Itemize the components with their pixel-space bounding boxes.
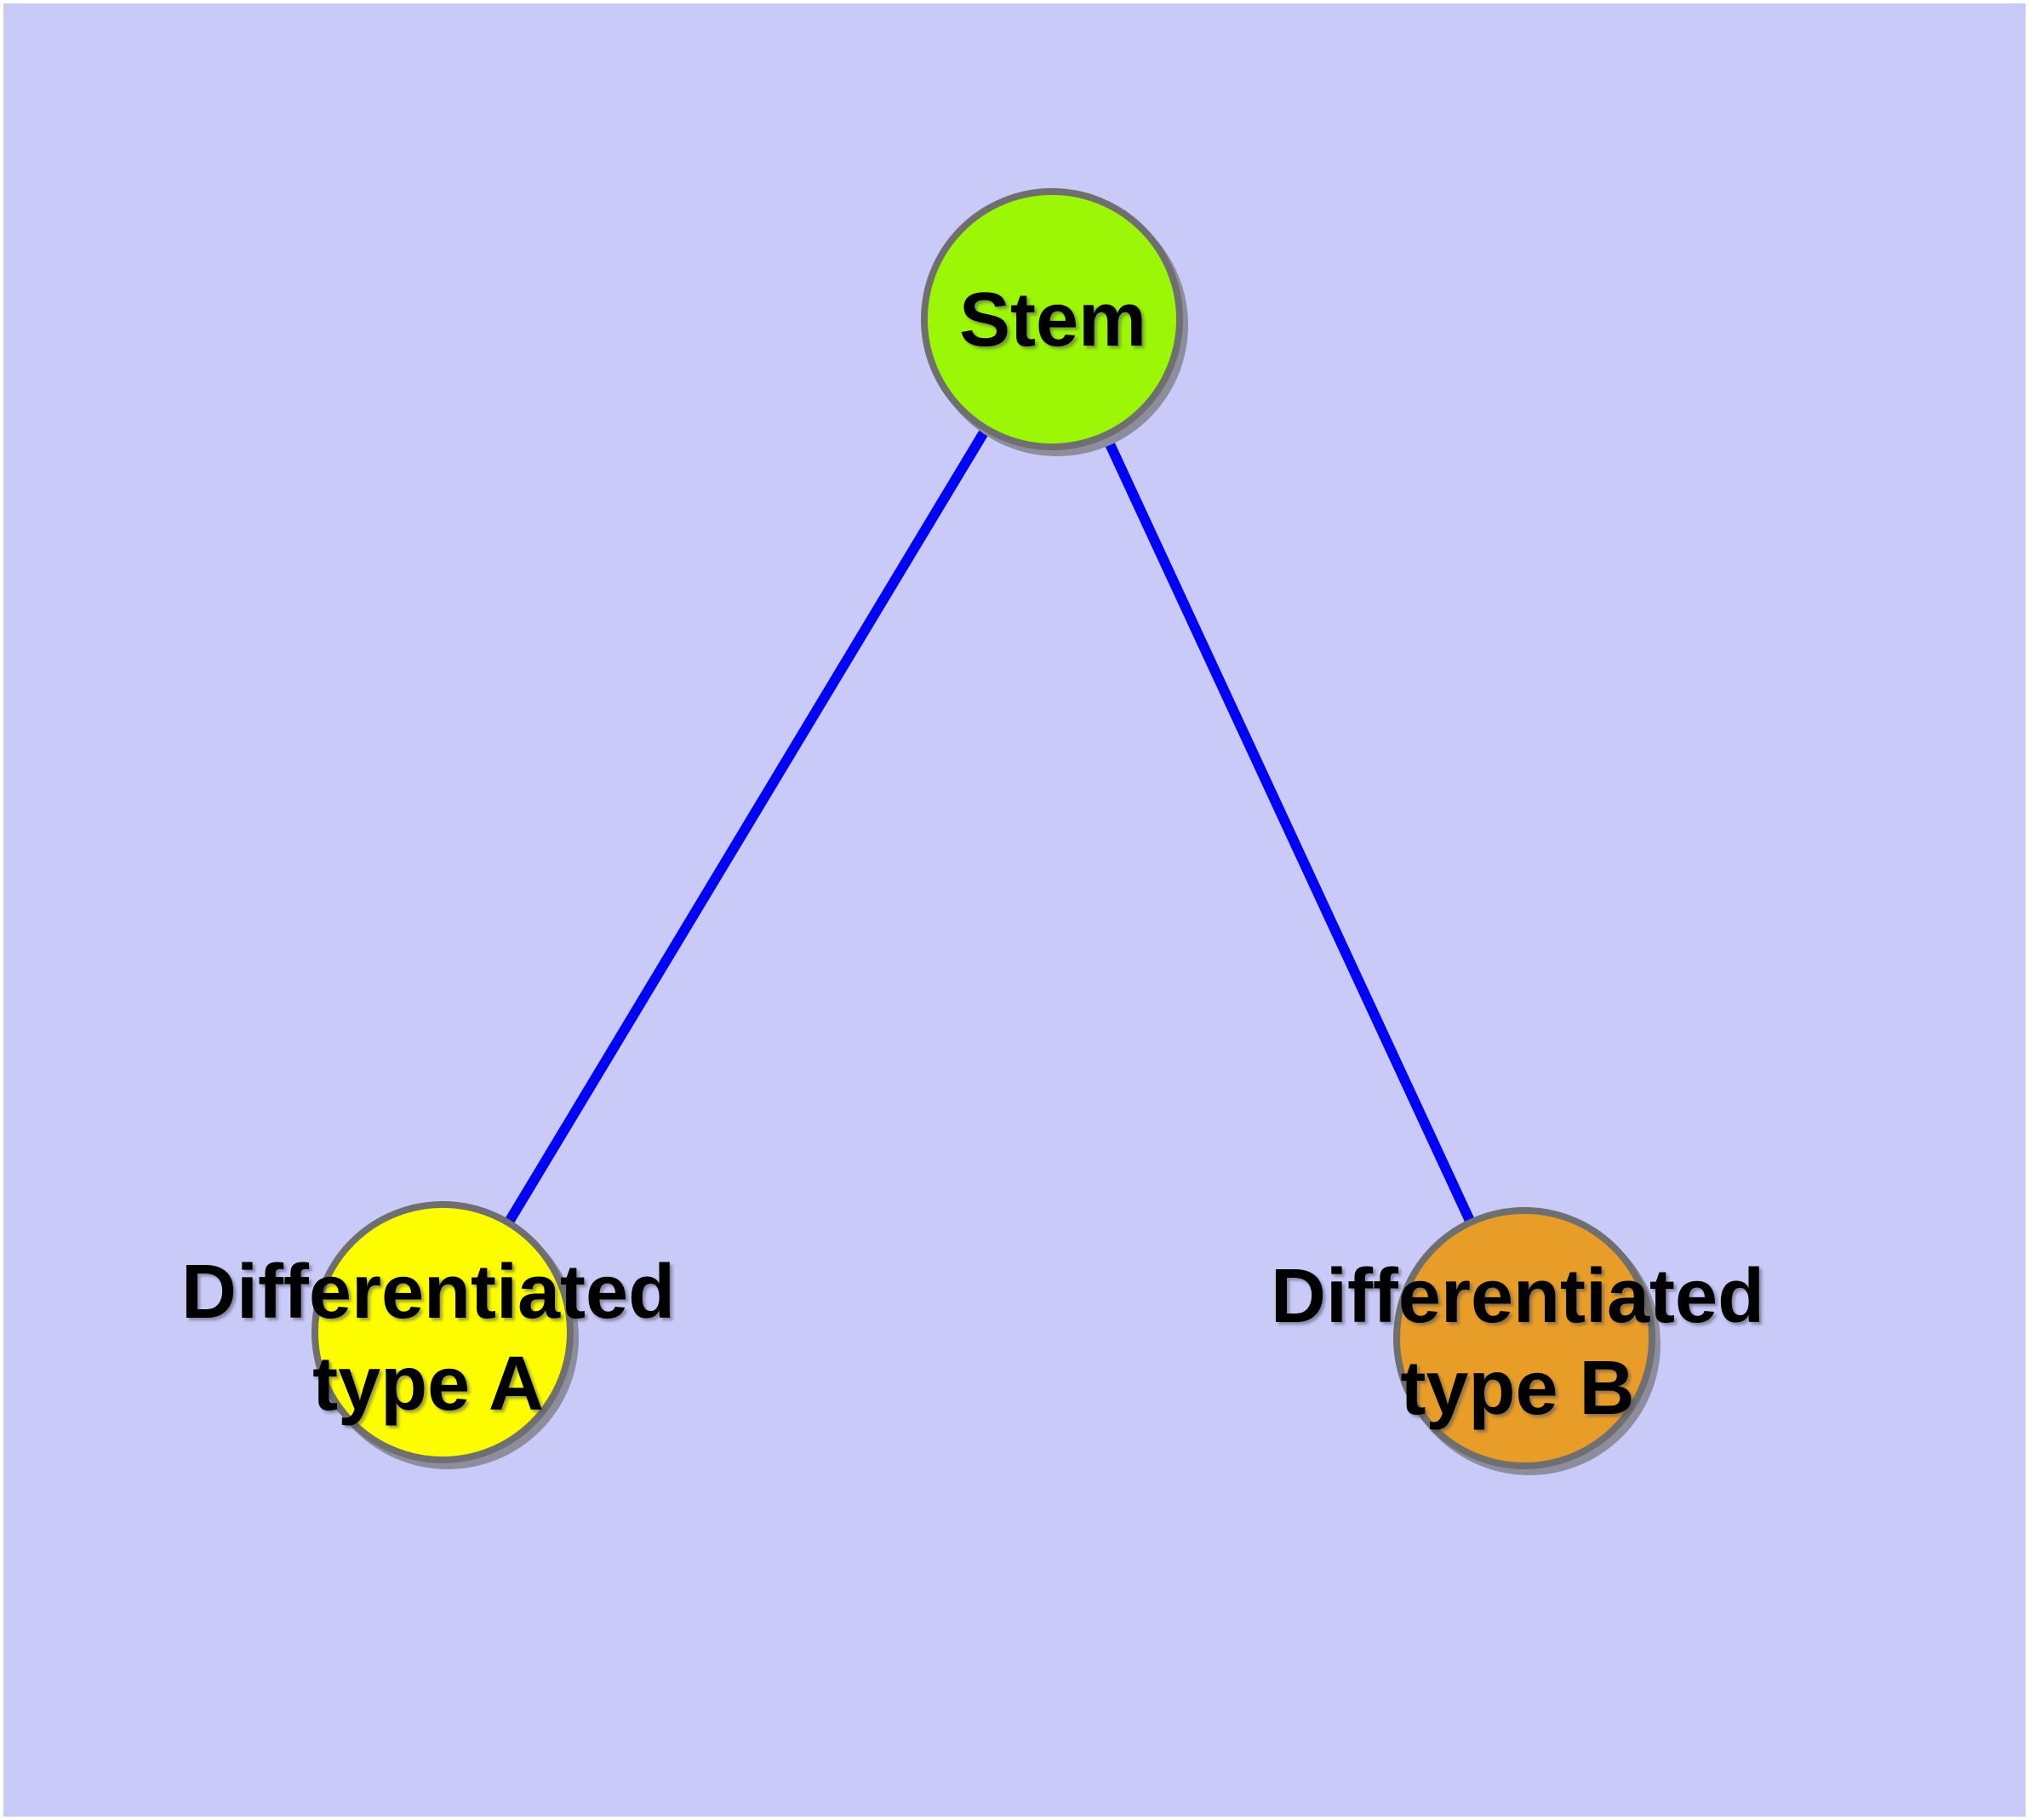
node-circle-type-b bbox=[1393, 1207, 1655, 1469]
node-label-stem: Stem bbox=[959, 274, 1146, 366]
node-label-type-a-line2: type A bbox=[312, 1342, 544, 1427]
node-circle-type-a bbox=[311, 1201, 574, 1463]
node-label-type-b-line2: type B bbox=[1400, 1346, 1635, 1431]
node-label-type-a: Differentiated type A bbox=[181, 1246, 675, 1430]
edge-stem-to-type-a bbox=[437, 316, 1057, 1336]
node-label-type-b: Differentiated type B bbox=[1271, 1251, 1764, 1434]
edge-stem-to-type-b bbox=[1047, 317, 1529, 1341]
node-label-type-a-line1: Differentiated bbox=[180, 1250, 676, 1335]
node-label-type-b-line1: Differentiated bbox=[1270, 1254, 1765, 1339]
node-label-stem-text: Stem bbox=[958, 278, 1147, 363]
node-circle-stem bbox=[921, 188, 1183, 450]
